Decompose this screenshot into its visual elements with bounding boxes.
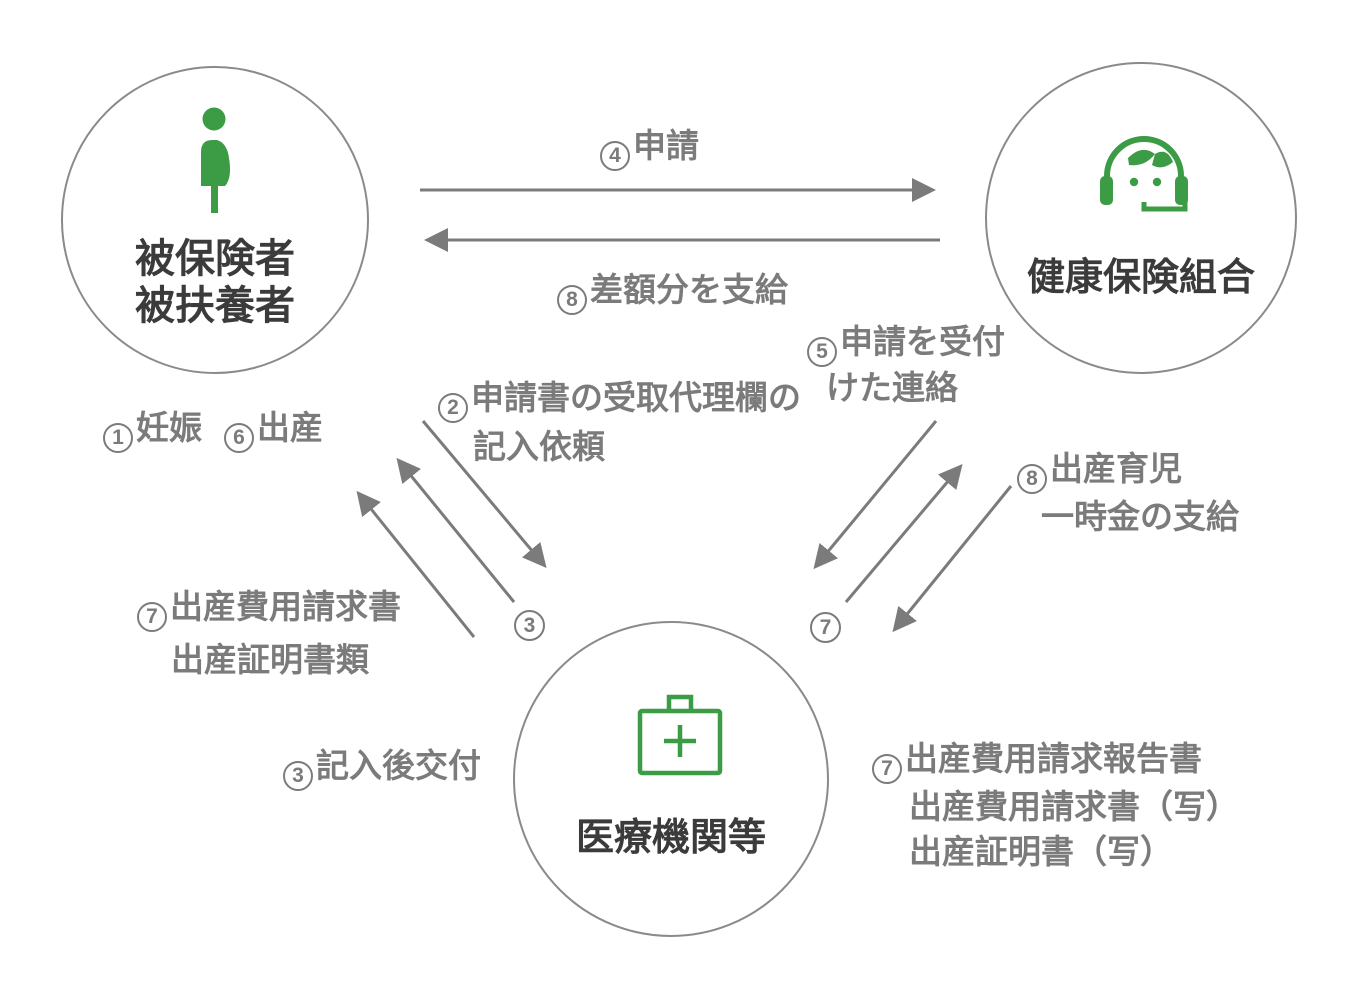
step3-text: 記入後交付 (316, 747, 481, 784)
step7-left-line1-text: 出産費用請求書 (170, 588, 401, 625)
node-insured-title-line2: 被扶養者 (135, 284, 295, 328)
step8-right-line1-text: 出産育児 (1050, 450, 1182, 487)
step8-top-circled-number: 8 (557, 284, 587, 315)
arrow-accept-notice (813, 420, 938, 570)
step7-right-line2: 出産費用請求書（写） (909, 787, 1239, 825)
step4-text: 申請 (633, 127, 699, 164)
pregnant-person-icon (201, 107, 231, 213)
step7-right-circled-number: 7 (872, 753, 902, 784)
step5-line1-text: 申請を受付 (840, 323, 1005, 360)
step8-right-circled-number: 8 (1017, 463, 1047, 494)
step6-text: 出産 (257, 409, 323, 446)
step1-text: 妊娠 (136, 409, 202, 446)
node-insured-title-line1: 被保険者 (135, 237, 295, 281)
operator-headset-icon (1100, 136, 1188, 212)
step4-circled-number: 4 (600, 140, 630, 171)
step2-line2: 記入依頼 (473, 427, 605, 465)
arrow-fill-request (421, 420, 547, 569)
step5-line2: けた連絡 (826, 368, 958, 406)
step8-top-text: 差額分を支給 (590, 271, 788, 308)
step2-line1-text: 申請書の受取代理欄の (471, 379, 801, 416)
step7-right-line3: 出産証明書（写） (909, 832, 1173, 870)
arrow-birth-documents (356, 490, 476, 638)
node-insured-title: 被保険者 被扶養者 (61, 236, 369, 330)
step3-circled-number: 3 (283, 760, 313, 791)
step8-right-line2: 一時金の支給 (1041, 497, 1239, 535)
arrow-issue-after-fill (396, 457, 516, 603)
step5-circled-number: 5 (807, 336, 837, 367)
step2-circled-number: 2 (438, 392, 468, 423)
mark-step3-circled-number: 3 (514, 610, 548, 641)
node-medical-title: 医療機関等 (575, 817, 766, 859)
arrow-lump-sum-payment (892, 485, 1013, 633)
medical-bag-icon (637, 694, 723, 776)
step6-circled-number: 6 (224, 422, 254, 453)
step1-circled-number: 1 (103, 422, 133, 453)
step7-left-circled-number: 7 (137, 601, 167, 632)
arrow-report-to-insurer (844, 463, 963, 603)
step7-right-line1-text: 出産費用請求報告書 (905, 740, 1202, 777)
node-insurer-title: 健康保険組合 (1026, 257, 1255, 299)
node-insurer-circle (985, 62, 1297, 374)
node-medical-circle (513, 621, 829, 937)
mark-step7-circled-number: 7 (810, 612, 844, 643)
step7-left-line2: 出産証明書類 (171, 641, 369, 678)
